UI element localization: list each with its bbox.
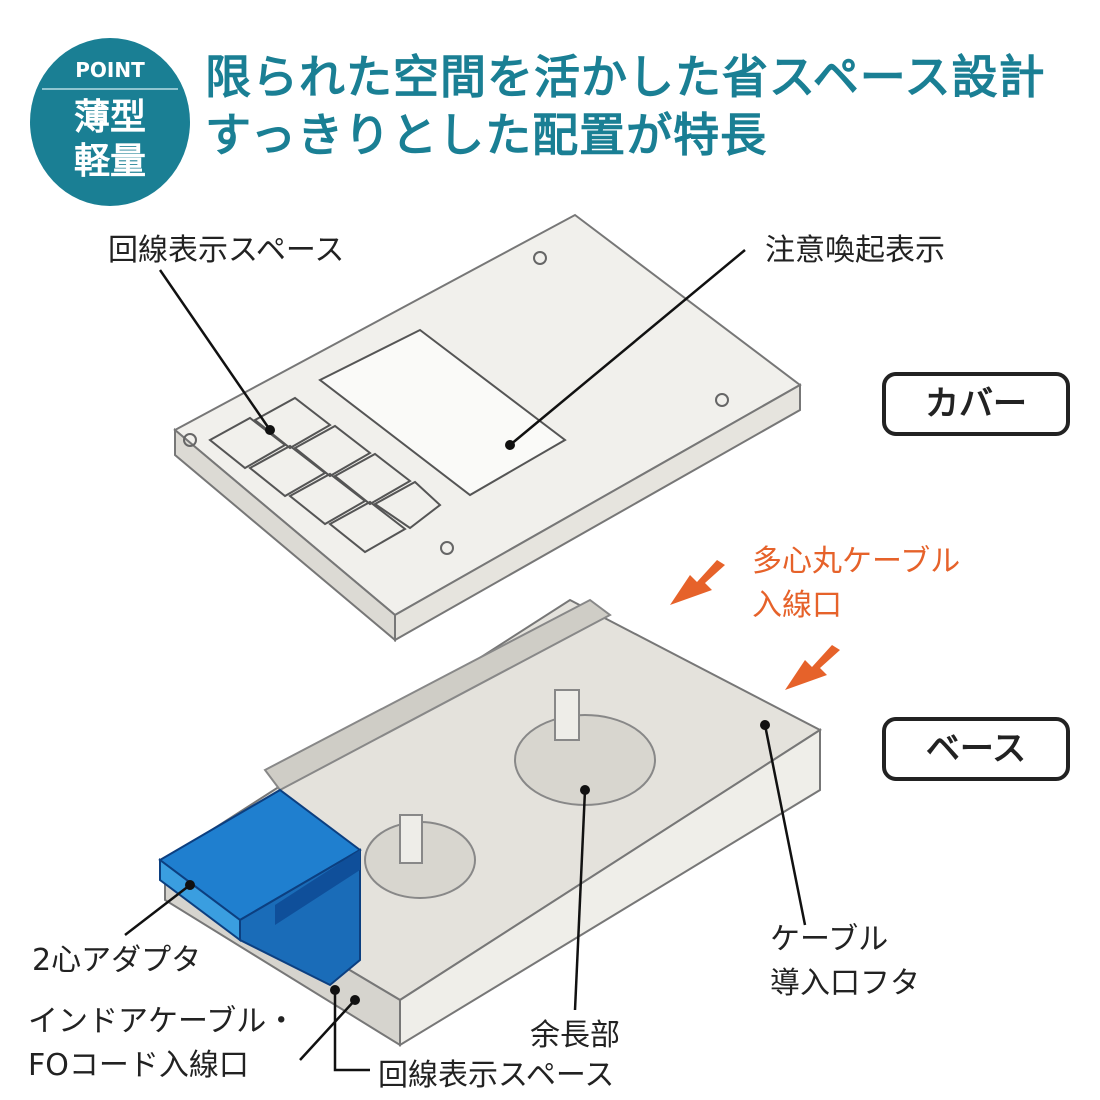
dual-adapters <box>158 788 362 987</box>
point-badge: POINT 薄型 軽量 <box>30 38 190 206</box>
label-line-display-bottom: 回線表示スペース <box>378 1058 615 1093</box>
divider <box>42 88 178 90</box>
label-slack-area: 余長部 <box>530 1018 620 1053</box>
label-base: ベース <box>882 717 1070 781</box>
label-caution-display: 注意喚起表示 <box>765 233 945 268</box>
keyword-thin: 薄型 <box>73 97 146 138</box>
headline: 限られた空間を活かした省スペース設計 すっきりとした配置が特長 <box>205 48 1045 164</box>
keyword-light: 軽量 <box>73 141 146 182</box>
label-line-display-top: 回線表示スペース <box>108 233 345 268</box>
headline-line2: すっきりとした配置が特長 <box>205 108 768 162</box>
cover-illustration <box>173 213 802 643</box>
label-cable-inlet-cap: ケーブル 導入口フタ <box>770 922 920 1001</box>
base-illustration <box>163 598 822 1047</box>
label-indoor-inlet: インドアケーブル・ FOコード入線口 <box>28 1004 297 1083</box>
arrow-icon <box>670 560 840 690</box>
label-multicore-inlet: 多心丸ケーブル 入線口 <box>752 544 961 623</box>
point-label: POINT <box>75 58 145 82</box>
leader-lines <box>124 249 807 1072</box>
headline-line1: 限られた空間を活かした省スペース設計 <box>205 50 1046 104</box>
label-cover: カバー <box>882 372 1070 436</box>
label-dual-adapter: 2心アダプタ <box>32 943 202 978</box>
